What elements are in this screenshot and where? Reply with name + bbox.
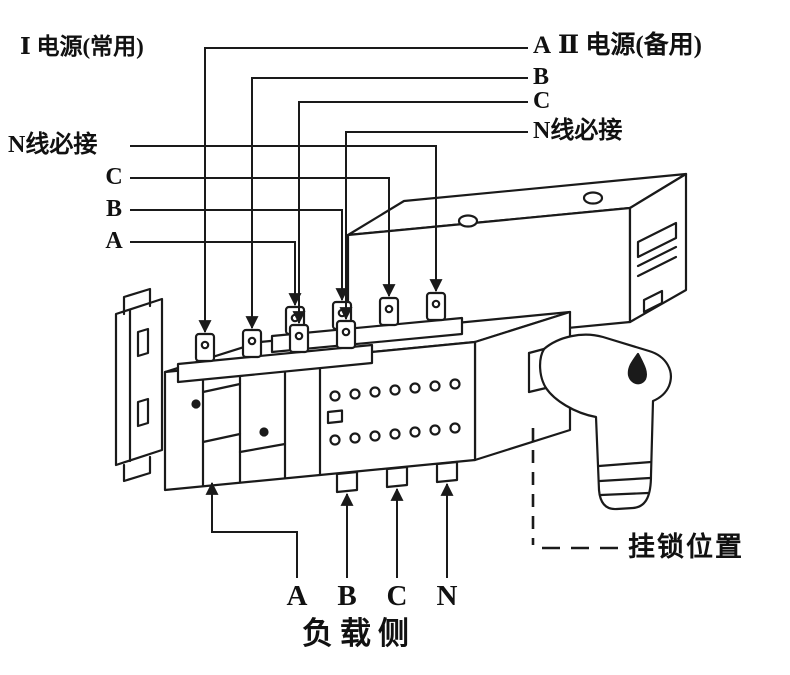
padlock-dash-lines (531, 428, 618, 550)
load-terminal-n-label: N (436, 580, 458, 612)
source2-terminal-blades (176, 319, 374, 384)
load-terminal-tabs (335, 460, 459, 494)
load-side-title: 负载侧 (302, 616, 416, 651)
mechanism-pivot (191, 399, 201, 409)
mechanism-pivot (259, 427, 269, 437)
cover-screw-hole (457, 214, 479, 228)
front-plate-holes (326, 378, 461, 446)
source1-terminal-c-label: C (105, 164, 123, 190)
leader-source2-n (339, 131, 528, 321)
leader-source2-b (245, 77, 528, 330)
operating-handle (527, 333, 672, 511)
source2-terminal-b-label: B (533, 64, 550, 90)
cover-screw-hole (582, 191, 604, 205)
leader-source1-c (130, 177, 396, 298)
leader-load-a (205, 481, 298, 578)
leader-source2-c (292, 101, 528, 325)
nameplate (636, 221, 678, 259)
leader-source1-a (130, 241, 302, 307)
load-terminal-a-label: A (286, 580, 308, 612)
leader-source1-b (130, 209, 349, 302)
source1-title: Ⅰ 电源(常用) (20, 34, 144, 59)
leader-source2-a (198, 47, 528, 334)
source2-title: Ⅱ 电源(备用) (558, 32, 702, 59)
handle-drop-mark (627, 352, 647, 385)
source1-terminal-n-label: N线必接 (8, 132, 98, 158)
source1-terminal-b-label: B (105, 196, 122, 222)
source1-terminal-a-label: A (105, 228, 123, 254)
load-terminal-b-label: B (337, 580, 357, 612)
padlock-position-label: 挂锁位置 (628, 532, 744, 562)
load-terminal-c-label: C (386, 580, 408, 612)
leader-lines (130, 47, 528, 578)
source2-terminal-n-label: N线必接 (533, 118, 623, 144)
leader-source1-n (130, 145, 443, 293)
source2-terminal-a-label: A (533, 32, 552, 59)
source2-terminal-c-label: C (533, 88, 551, 114)
mounting-bracket (114, 287, 164, 483)
